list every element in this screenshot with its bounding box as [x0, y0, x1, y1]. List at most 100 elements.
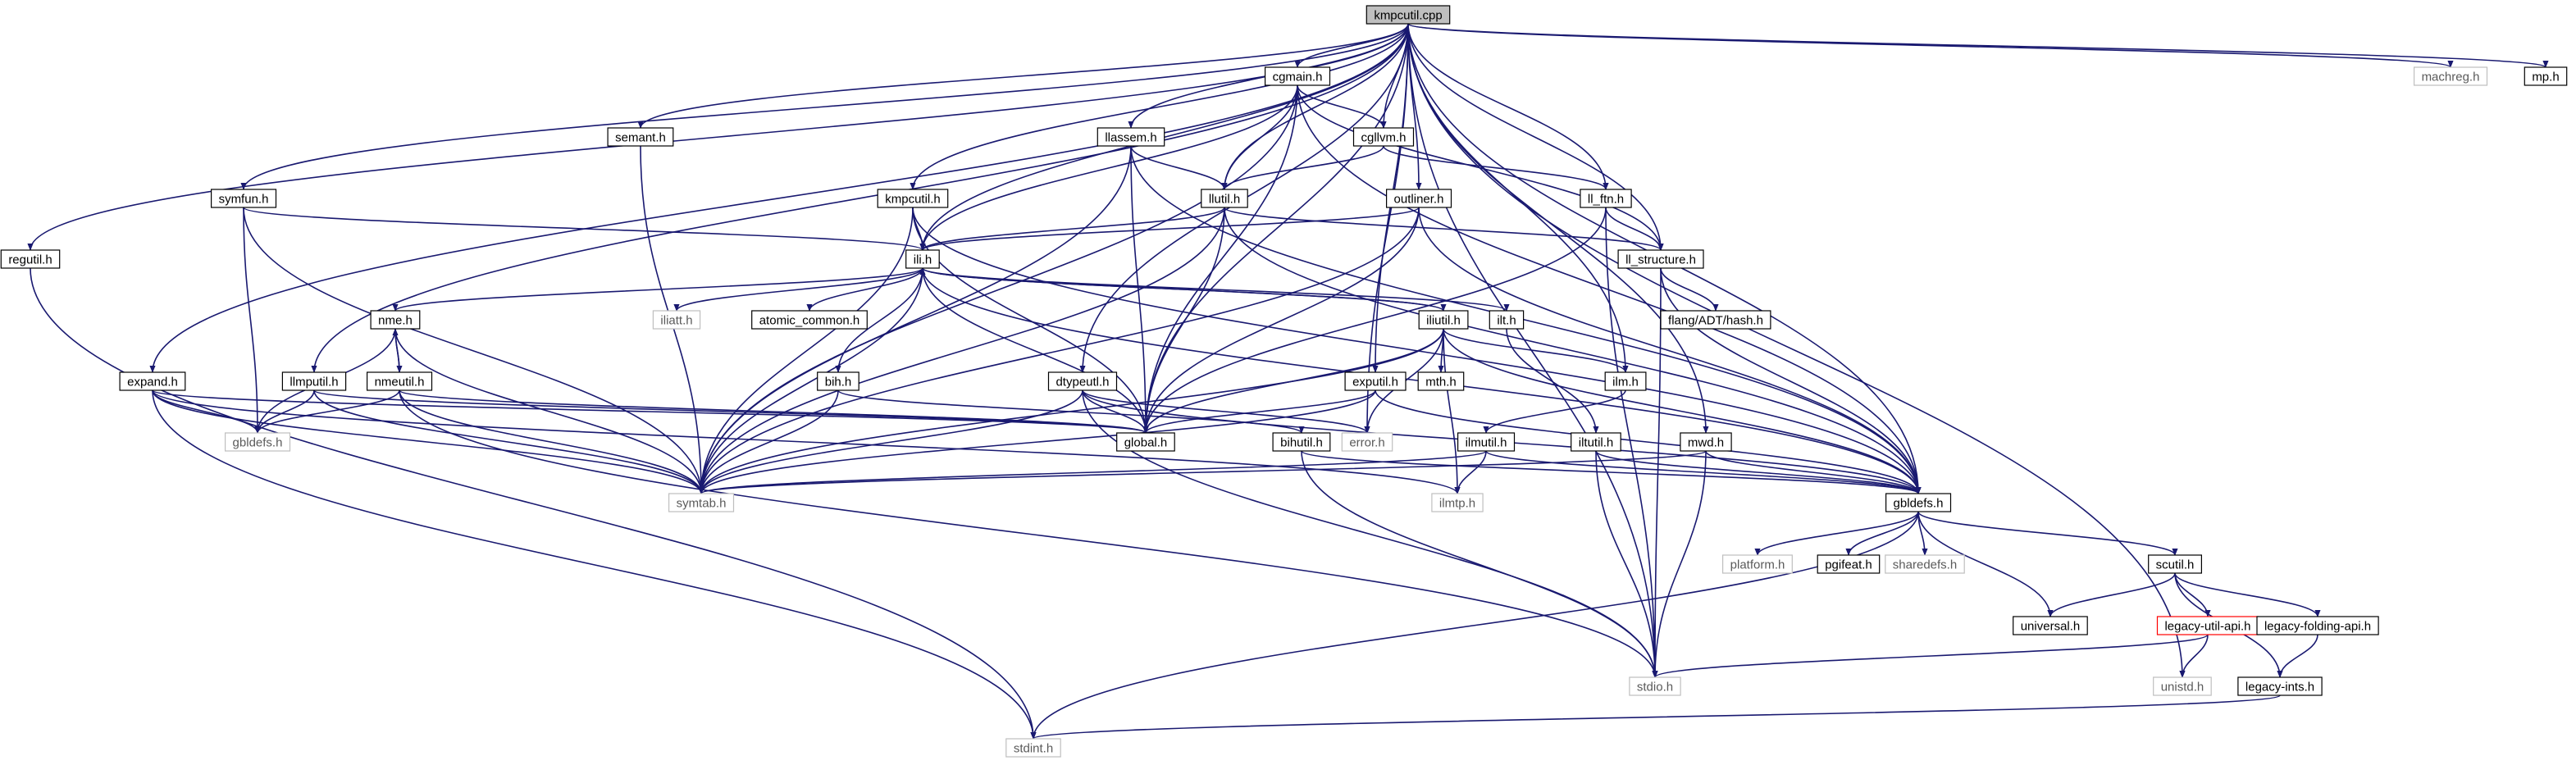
- edge-llmputil_h-to-symtab_h: [313, 389, 704, 494]
- edge-scutil_h-to-legacy_folding_api_h: [2174, 572, 2321, 617]
- edge-nmeutil_h-to-nme_h: [392, 328, 400, 373]
- node-stdint_h: stdint.h: [1005, 738, 1061, 758]
- edge-gbldefs_h-to-platform_h: [1754, 511, 1919, 556]
- node-iliutil_h[interactable]: iliutil.h: [1418, 310, 1469, 330]
- edge-outliner_h-to-global_h: [1142, 207, 1420, 434]
- edge-kmpcutil_cpp-to-regutil_h: [27, 23, 1409, 251]
- edge-kmpcutil_cpp-to-unistd_h: [1407, 23, 2186, 678]
- edge-llassem_h-to-symtab_h: [698, 145, 1132, 494]
- edge-kmpcutil_h-to-gbldefs_h: [912, 207, 1922, 494]
- edge-kmpcutil_cpp-to-machreg_h: [1407, 23, 2454, 68]
- node-expand_h[interactable]: expand.h: [119, 371, 186, 391]
- node-box-llmputil_h: [281, 371, 347, 391]
- edge-ilmutil_h-to-symtab_h: [698, 450, 1487, 494]
- node-label-ll_ftn_h: ll_ftn.h: [1588, 193, 1624, 207]
- node-llassem_h[interactable]: llassem.h: [1097, 127, 1165, 147]
- node-box-cgmain_h: [1264, 66, 1331, 86]
- node-label-iltutil_h: iltutil.h: [1579, 436, 1614, 450]
- node-label-nmeutil_h: nmeutil.h: [375, 376, 425, 389]
- edge-cgmain_h-to-cgllvm_h: [1297, 84, 1387, 129]
- node-semant_h[interactable]: semant.h: [607, 127, 674, 147]
- node-llmputil_h[interactable]: llmputil.h: [281, 371, 347, 391]
- edge-cgllvm_h-to-llutil_h: [1221, 145, 1384, 190]
- node-ilmtp_h: ilmtp.h: [1431, 493, 1484, 512]
- node-gbldefs_h[interactable]: gbldefs.h: [1885, 493, 1952, 512]
- node-label-atomic_common_h: atomic_common.h: [759, 314, 860, 328]
- node-label-pgifeat_h: pgifeat.h: [1825, 558, 1872, 572]
- node-hash_h[interactable]: flang/ADT/hash.h: [1660, 310, 1771, 330]
- node-box-sharedefs_h: [1885, 554, 1965, 574]
- node-ll_ftn_h[interactable]: ll_ftn.h: [1580, 189, 1632, 208]
- node-machreg_h: machreg.h: [2414, 66, 2488, 86]
- node-scutil_h[interactable]: scutil.h: [2148, 554, 2202, 574]
- node-label-bih_h: bih.h: [825, 376, 852, 389]
- node-box-exputil_h: [1344, 371, 1407, 391]
- node-nmeutil_h[interactable]: nmeutil.h: [367, 371, 433, 391]
- node-box-symfun_h: [211, 189, 277, 208]
- edge-iliutil_h-to-ili_h: [919, 267, 1444, 312]
- node-stdio_h: stdio.h: [1629, 676, 1681, 696]
- node-outliner_h[interactable]: outliner.h: [1385, 189, 1452, 208]
- node-legacy_util_api_h[interactable]: legacy-util-api.h: [2156, 616, 2259, 635]
- node-kmpcutil_h[interactable]: kmpcutil.h: [877, 189, 949, 208]
- node-box-stdint_h: [1005, 738, 1061, 758]
- node-legacy_ints_h[interactable]: legacy-ints.h: [2237, 676, 2323, 696]
- node-universal_h[interactable]: universal.h: [2013, 616, 2088, 635]
- edge-llutil_h-to-symtab_h: [698, 207, 1225, 494]
- node-cgmain_h[interactable]: cgmain.h: [1264, 66, 1331, 86]
- node-dtypeutl_h[interactable]: dtypeutl.h: [1047, 371, 1118, 391]
- node-llutil_h[interactable]: llutil.h: [1201, 189, 1248, 208]
- node-label-ili_h: ili.h: [914, 253, 932, 267]
- node-bih_h[interactable]: bih.h: [817, 371, 859, 391]
- node-nme_h[interactable]: nme.h: [370, 310, 421, 330]
- edge-dtypeutl_h-to-error_h: [1082, 389, 1370, 434]
- edge-cgmain_h-to-ll_structure_h: [1297, 84, 1664, 251]
- node-iltutil_h[interactable]: iltutil.h: [1571, 432, 1621, 452]
- node-label-expand_h: expand.h: [127, 376, 178, 389]
- node-symtab_h: symtab.h: [668, 493, 735, 512]
- node-pgifeat_h[interactable]: pgifeat.h: [1817, 554, 1881, 574]
- node-legacy_folding_api_h[interactable]: legacy-folding-api.h: [2256, 616, 2379, 635]
- node-box-ilm_h: [1604, 371, 1647, 391]
- edge-mwd_h-to-gbldefs_h: [1705, 450, 1922, 494]
- node-sharedefs_h: sharedefs.h: [1885, 554, 1965, 574]
- node-box-ll_ftn_h: [1580, 189, 1632, 208]
- edge-legacy_util_api_h-to-stdio_h: [1652, 634, 2209, 678]
- node-label-dtypeutl_h: dtypeutl.h: [1055, 376, 1109, 389]
- node-mth_h[interactable]: mth.h: [1417, 371, 1465, 391]
- node-symfun_h[interactable]: symfun.h: [211, 189, 277, 208]
- node-box-mth_h: [1417, 371, 1465, 391]
- node-box-machreg_h: [2414, 66, 2488, 86]
- node-box-iliutil_h: [1418, 310, 1469, 330]
- edge-llutil_h-to-ll_structure_h: [1224, 207, 1664, 251]
- node-exputil_h[interactable]: exputil.h: [1344, 371, 1407, 391]
- edge-mwd_h-to-stdio_h: [1652, 450, 1707, 678]
- edge-nmeutil_h-to-global_h: [399, 389, 1149, 434]
- node-label-kmpcutil_cpp: kmpcutil.cpp: [1374, 9, 1442, 23]
- edge-kmpcutil_cpp-to-symfun_h: [240, 23, 1409, 190]
- node-bihutil_h[interactable]: bihutil.h: [1272, 432, 1331, 452]
- node-global_h[interactable]: global.h: [1116, 432, 1175, 452]
- node-ilmutil_h[interactable]: ilmutil.h: [1457, 432, 1516, 452]
- node-box-cgllvm_h: [1352, 127, 1415, 147]
- node-ili_h[interactable]: ili.h: [905, 249, 940, 269]
- node-kmpcutil_cpp[interactable]: kmpcutil.cpp: [1366, 5, 1451, 25]
- edge-cgmain_h-to-ili_h: [919, 84, 1298, 251]
- node-regutil_h[interactable]: regutil.h: [0, 249, 61, 269]
- node-ilt_h[interactable]: ilt.h: [1489, 310, 1525, 330]
- node-mp_h[interactable]: mp.h: [2524, 66, 2568, 86]
- edge-legacy_ints_h-to-stdint_h: [1030, 694, 2281, 740]
- node-ilm_h[interactable]: ilm.h: [1604, 371, 1647, 391]
- edge-gbldefs_h-to-stdint_h: [1030, 511, 1919, 740]
- node-ll_structure_h[interactable]: ll_structure.h: [1617, 249, 1704, 269]
- node-atomic_common_h[interactable]: atomic_common.h: [751, 310, 868, 330]
- node-mwd_h[interactable]: mwd.h: [1680, 432, 1732, 452]
- node-box-nme_h: [370, 310, 421, 330]
- node-label-llassem_h: llassem.h: [1105, 131, 1156, 145]
- edge-kmpcutil_cpp-to-llmputil_h: [311, 23, 1409, 373]
- node-cgllvm_h[interactable]: cgllvm.h: [1352, 127, 1415, 147]
- node-box-ilmtp_h: [1431, 493, 1484, 512]
- node-box-llassem_h: [1097, 127, 1165, 147]
- node-label-ll_structure_h: ll_structure.h: [1625, 253, 1696, 267]
